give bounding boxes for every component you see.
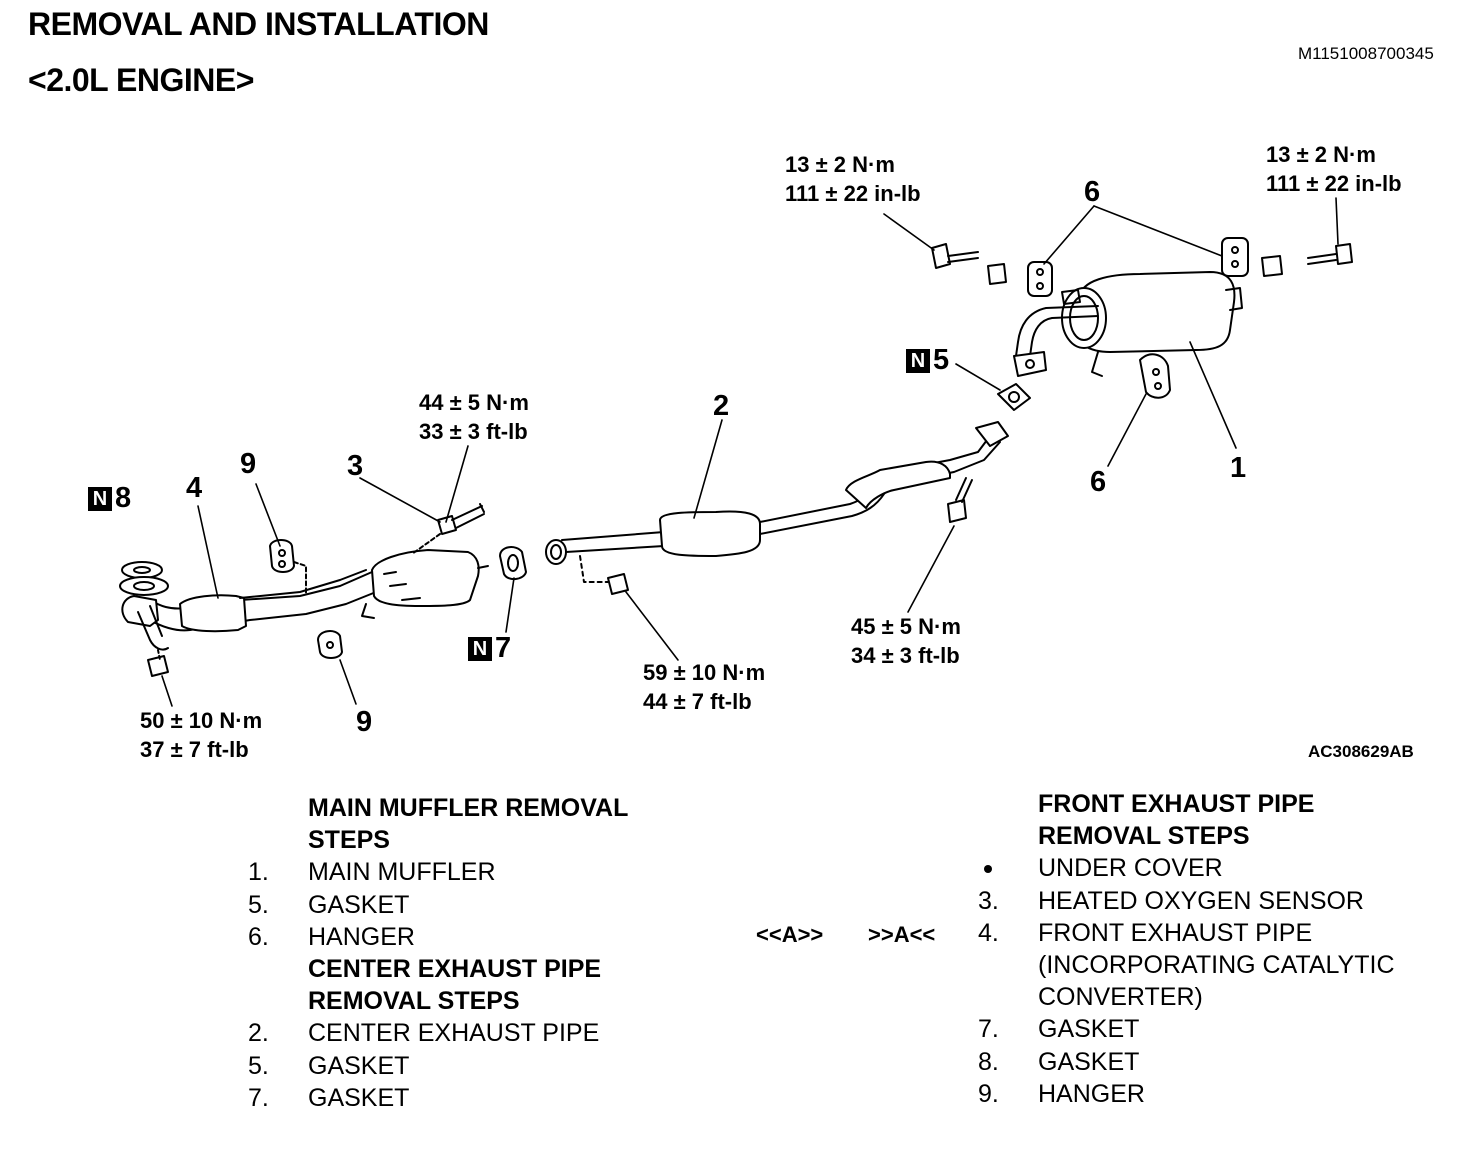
exhaust-diagram: [119, 197, 1353, 707]
leader-lines: [161, 197, 1339, 707]
non-reusable-badge: N: [906, 349, 930, 373]
step-heading: MAIN MUFFLER REMOVAL: [308, 794, 629, 822]
step-text: GASKET: [308, 890, 410, 919]
step-text: UNDER COVER: [1038, 854, 1223, 883]
step-number: 2.: [248, 1019, 269, 1048]
gasket-7-drawing: [499, 546, 527, 580]
hanger-6-top-drawing: [1027, 237, 1249, 297]
callout-9-top: 9: [240, 448, 257, 480]
page-subtitle: <2.0L ENGINE>: [28, 62, 254, 98]
step-number: 5.: [248, 890, 269, 919]
front-pipe-nut-drawing: [147, 655, 169, 677]
step-number: 8.: [978, 1047, 999, 1076]
center-pipe-nut-drawing: [607, 573, 629, 595]
step-row: (INCORPORATING CATALYTIC: [978, 949, 1458, 981]
step-row: CONVERTER): [978, 981, 1458, 1013]
gasket-8-drawing: [119, 561, 169, 596]
page-title: REMOVAL AND INSTALLATION: [28, 6, 489, 42]
step-row: 1. MAIN MUFFLER: [248, 856, 728, 888]
non-reusable-badge: N: [468, 637, 492, 661]
step-row: 3. HEATED OXYGEN SENSOR: [978, 885, 1458, 917]
step-text: GASKET: [1038, 1015, 1140, 1044]
step-heading: REMOVAL STEPS: [308, 987, 520, 1016]
step-row: 6. HANGER: [248, 921, 728, 953]
hanger-bolts-drawing: [931, 243, 1353, 285]
step-text: FRONT EXHAUST PIPE: [1038, 918, 1313, 947]
step-heading: REMOVAL STEPS: [1038, 822, 1250, 851]
step-row: REMOVAL STEPS: [248, 985, 728, 1017]
hanger-6-low-drawing: [1139, 353, 1171, 399]
step-row: CENTER EXHAUST PIPE: [248, 953, 728, 985]
center-pipe-bolt-drawing: [947, 477, 973, 523]
step-text: HANGER: [308, 922, 415, 951]
callout-4: 4: [186, 472, 203, 504]
step-number: 4.: [978, 918, 999, 947]
step-text: CENTER EXHAUST PIPE: [308, 1019, 600, 1048]
callout-2: 2: [713, 390, 730, 422]
step-number: 6.: [248, 922, 269, 951]
step-heading: STEPS: [308, 826, 390, 855]
step-number: 9.: [978, 1079, 999, 1108]
step-text: GASKET: [1038, 1047, 1140, 1076]
callout-1: 1: [1230, 452, 1247, 484]
step-number: 7.: [248, 1083, 269, 1112]
step-row: REMOVAL STEPS: [978, 820, 1458, 852]
main-muffler-drawing: [1013, 271, 1243, 377]
ref-mark-installation: >>A<<: [868, 922, 936, 947]
step-text: MAIN MUFFLER: [308, 858, 496, 887]
non-reusable-badge: N: [88, 487, 112, 511]
step-row: 7. GASKET: [248, 1082, 728, 1114]
step-heading: CENTER EXHAUST PIPE: [308, 954, 602, 983]
step-row: 7. GASKET: [978, 1013, 1458, 1045]
step-row: 5. GASKET: [248, 1050, 728, 1082]
step-row: 9. HANGER: [978, 1078, 1458, 1110]
step-row: 5. GASKET: [248, 889, 728, 921]
step-number: 1.: [248, 858, 269, 887]
center-exhaust-pipe-drawing: [545, 421, 1009, 565]
callout-6-low: 6: [1090, 466, 1107, 498]
front-exhaust-pipe-drawing: [121, 549, 489, 651]
step-row: 8. GASKET: [978, 1046, 1458, 1078]
step-heading: FRONT EXHAUST PIPE: [1038, 790, 1315, 818]
figure-id: AC308629AB: [1308, 742, 1414, 761]
step-text: GASKET: [308, 1083, 410, 1112]
callout-3: 3: [347, 450, 364, 482]
step-number: 5.: [248, 1051, 269, 1080]
step-row: 2. CENTER EXHAUST PIPE: [248, 1017, 728, 1049]
step-text: HANGER: [1038, 1079, 1145, 1108]
callout-6-top: 6: [1084, 176, 1101, 208]
step-text: (INCORPORATING CATALYTIC: [1038, 950, 1395, 979]
callout-9-low: 9: [356, 706, 373, 738]
step-row: MAIN MUFFLER REMOVAL: [248, 792, 728, 824]
step-text: CONVERTER): [1038, 983, 1203, 1012]
oxygen-sensor-drawing: [411, 503, 485, 555]
step-number: 3.: [978, 886, 999, 915]
step-row: FRONT EXHAUST PIPE: [978, 788, 1458, 820]
step-text: HEATED OXYGEN SENSOR: [1038, 886, 1364, 915]
step-row: 4. FRONT EXHAUST PIPE: [978, 917, 1458, 949]
document-id: M1151008700345: [1298, 44, 1434, 63]
ref-mark-removal: <<A>>: [756, 922, 824, 947]
bullet-icon: [984, 865, 992, 874]
step-row: STEPS: [248, 824, 728, 856]
right-steps-list: FRONT EXHAUST PIPE REMOVAL STEPS UNDER COV…: [978, 788, 1458, 1110]
gasket-5-drawing: [997, 383, 1031, 411]
hanger-9-drawing: [269, 539, 343, 659]
step-row: UNDER COVER: [978, 852, 1458, 884]
step-number: 7.: [978, 1015, 999, 1044]
step-text: GASKET: [308, 1051, 410, 1080]
